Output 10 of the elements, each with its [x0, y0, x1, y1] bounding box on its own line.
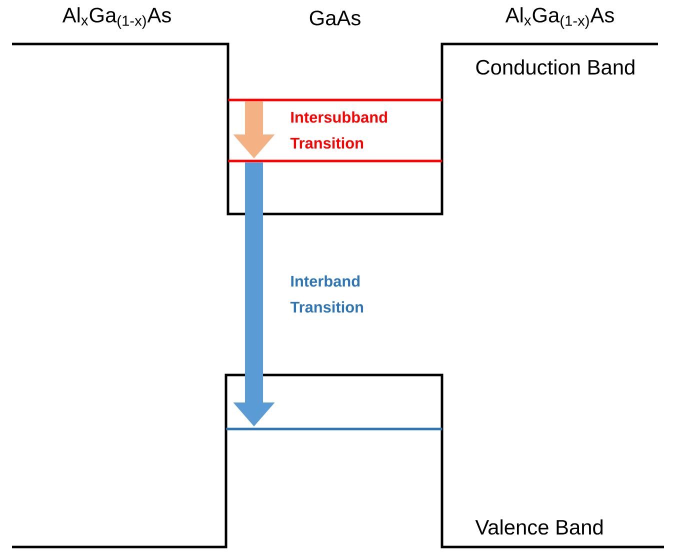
- region-label: Al$_{x}$Ga$_{(1-x)}$As: [505, 7, 614, 29]
- band-label: Conduction Band: [476, 59, 634, 75]
- region-label: GaAs: [310, 10, 360, 26]
- region-label: Al$_{x}$Ga$_{(1-x)}$As: [62, 7, 171, 29]
- edge-label: Intersubband Transition: [290, 111, 387, 149]
- energy-level-line: [228, 160, 442, 162]
- band-label: Valence Band: [475, 519, 603, 535]
- energy-level-line: [228, 98, 442, 102]
- edge-label: Interband Transition: [290, 275, 364, 313]
- energy-level-line: [226, 428, 442, 430]
